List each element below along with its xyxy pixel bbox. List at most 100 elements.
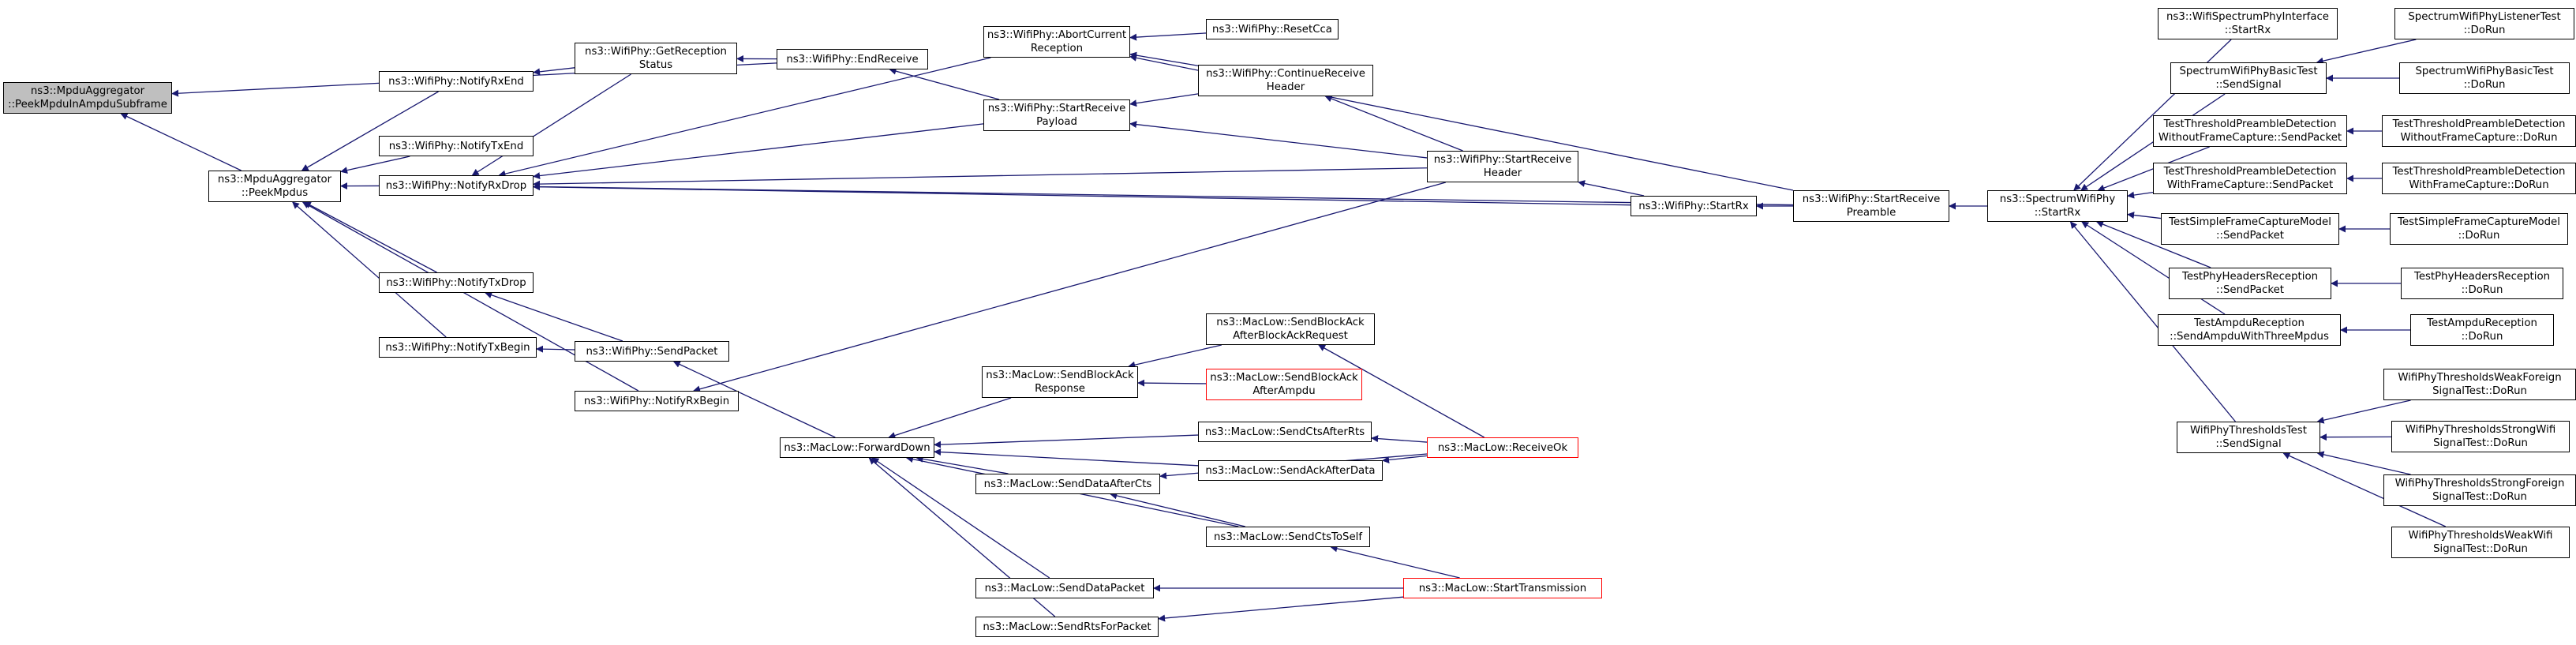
edge-recvok-to-sbareq bbox=[1318, 344, 1485, 438]
node-label-line: ns3::WifiPhy::AbortCurrent bbox=[987, 29, 1127, 41]
edge-specif-to-specrx bbox=[2073, 39, 2232, 191]
node-label-line: SignalTest::DoRun bbox=[2432, 385, 2527, 397]
edge-tampdu-to-specrx bbox=[2081, 221, 2226, 315]
node-label-line: ns3::MacLow::SendDataAfterCts bbox=[983, 478, 1152, 490]
node-label-line: ns3::MacLow::ReceiveOk bbox=[1437, 441, 1568, 454]
node-label-line: ::PeekMpdus bbox=[241, 187, 309, 199]
node-label-line: TestAmpduReception bbox=[2427, 317, 2537, 329]
graph-node-datapkt[interactable]: ns3::MacLow::SendDataPacket bbox=[975, 578, 1154, 598]
edge-tsfc-to-specrx bbox=[2127, 212, 2162, 219]
edge-ctsself-to-datacts bbox=[1110, 492, 1246, 527]
graph-node-nrxdrop[interactable]: ns3::WifiPhy::NotifyRxDrop bbox=[379, 175, 534, 196]
node-label-line: WifiPhyThresholdsWeakWifi bbox=[2408, 530, 2553, 542]
graph-node-endrecv[interactable]: ns3::WifiPhy::EndReceive bbox=[777, 49, 928, 69]
graph-node-tsfc[interactable]: TestSimpleFrameCaptureModel::SendPacket bbox=[2161, 213, 2339, 245]
edge-fwd-to-sendpkt bbox=[672, 361, 836, 438]
node-label-line: SpectrumWifiPhyBasicTest bbox=[2179, 66, 2318, 77]
graph-node-ctsself[interactable]: ns3::MacLow::SendCtsToSelf bbox=[1206, 527, 1370, 547]
graph-node-sendpkt[interactable]: ns3::WifiPhy::SendPacket bbox=[575, 341, 729, 362]
edge-wfsf-to-wptt bbox=[2316, 451, 2411, 475]
graph-node-ntxend[interactable]: ns3::WifiPhy::NotifyTxEnd bbox=[379, 136, 534, 156]
node-label-line: ns3::WifiPhy::StartReceive bbox=[1802, 193, 1941, 205]
node-label-line: SignalTest::DoRun bbox=[2433, 543, 2528, 555]
node-label-line: ::PeekMpduInAmpduSubframe bbox=[8, 99, 167, 111]
edge-contrecv-to-startpay bbox=[1129, 93, 1199, 107]
graph-node-recvok[interactable]: ns3::MacLow::ReceiveOk bbox=[1427, 437, 1578, 458]
node-label-line: ns3::WifiPhy::NotifyTxDrop bbox=[386, 276, 526, 289]
graph-node-wptt[interactable]: WifiPhyThresholdsTest::SendSignal bbox=[2177, 422, 2320, 453]
node-label-line: ::SendPacket bbox=[2216, 230, 2284, 242]
graph-node-startrx[interactable]: ns3::WifiPhy::StartRx bbox=[1631, 196, 1757, 216]
node-label-line: TestSimpleFrameCaptureModel bbox=[2169, 216, 2331, 228]
node-label-line: Preamble bbox=[1846, 207, 1896, 219]
graph-node-specif[interactable]: ns3::WifiSpectrumPhyInterface::StartRx bbox=[2158, 8, 2338, 39]
graph-node-nrxend[interactable]: ns3::WifiPhy::NotifyRxEnd bbox=[379, 71, 534, 92]
edge-starttx-to-ctsself bbox=[1330, 545, 1460, 579]
graph-node-resetcca[interactable]: ns3::WifiPhy::ResetCca bbox=[1206, 19, 1339, 39]
graph-node-ntxbegin[interactable]: ns3::WifiPhy::NotifyTxBegin bbox=[379, 337, 537, 358]
graph-node-tphrrun[interactable]: TestPhyHeadersReception::DoRun bbox=[2401, 268, 2563, 299]
node-label-line: ns3::WifiPhy::NotifyTxBegin bbox=[385, 341, 530, 354]
graph-node-ctsrts[interactable]: ns3::MacLow::SendCtsAfterRts bbox=[1198, 422, 1372, 442]
node-label-line: ns3::MpduAggregator bbox=[30, 85, 145, 97]
graph-node-fwd[interactable]: ns3::MacLow::ForwardDown bbox=[780, 437, 934, 458]
node-label-line: ns3::WifiPhy::NotifyRxBegin bbox=[583, 395, 730, 407]
graph-node-swlt[interactable]: SpectrumWifiPhyListenerTest::DoRun bbox=[2394, 8, 2574, 39]
graph-node-rtspkt[interactable]: ns3::MacLow::SendRtsForPacket bbox=[975, 617, 1159, 637]
edge-starthdr-to-startpay bbox=[1129, 121, 1428, 159]
edge-nrxend-to-peek bbox=[301, 91, 439, 171]
node-label-line: ns3::WifiPhy::StartReceive bbox=[987, 103, 1126, 114]
graph-node-peek[interactable]: ns3::MpduAggregator::PeekMpdus bbox=[208, 171, 341, 202]
graph-node-ntxdrop[interactable]: ns3::WifiPhy::NotifyTxDrop bbox=[379, 272, 534, 293]
graph-node-nrxbegin[interactable]: ns3::WifiPhy::NotifyRxBegin bbox=[575, 391, 739, 411]
graph-node-specrx[interactable]: ns3::SpectrumWifiPhy::StartRx bbox=[1987, 190, 2128, 222]
graph-node-ackdata[interactable]: ns3::MacLow::SendAckAfterData bbox=[1198, 460, 1383, 481]
node-label-line: SpectrumWifiPhyListenerTest bbox=[2408, 11, 2561, 23]
edge-ntxdrop-to-peek bbox=[303, 201, 437, 273]
graph-node-starttx[interactable]: ns3::MacLow::StartTransmission bbox=[1403, 578, 1602, 598]
edge-tphr-to-specrx bbox=[2095, 220, 2211, 268]
node-label-line: ns3::WifiPhy::StartReceive bbox=[1433, 154, 1572, 166]
node-label-line: ::SendPacket bbox=[2216, 284, 2284, 296]
edge-recvok-to-ctsrts bbox=[1371, 435, 1428, 443]
edge-starthdr-to-nrxdrop bbox=[533, 167, 1428, 188]
edge-datapkt-to-fwd bbox=[871, 457, 1050, 579]
graph-node-datacts[interactable]: ns3::MacLow::SendDataAfterCts bbox=[975, 474, 1160, 494]
graph-node-tphr[interactable]: TestPhyHeadersReception::SendPacket bbox=[2169, 268, 2331, 299]
graph-node-swbt[interactable]: SpectrumWifiPhyBasicTest::DoRun bbox=[2399, 62, 2570, 94]
node-label-line: ::DoRun bbox=[2463, 24, 2506, 36]
graph-node-sbtsend[interactable]: SpectrumWifiPhyBasicTest::SendSignal bbox=[2170, 62, 2327, 94]
edge-startpre-to-nrxdrop bbox=[533, 183, 1794, 206]
edge-sbaresp-to-fwd bbox=[888, 397, 1012, 439]
edge-peek-to-root bbox=[120, 113, 242, 171]
node-label-line: ns3::WifiPhy::NotifyRxEnd bbox=[388, 75, 524, 88]
node-label-line: Status bbox=[638, 59, 673, 71]
graph-node-tampdurun[interactable]: TestAmpduReception::DoRun bbox=[2410, 314, 2554, 346]
edge-ntxend-to-peek bbox=[340, 156, 410, 174]
graph-node-tampdu[interactable]: TestAmpduReception::SendAmpduWithThreeMp… bbox=[2158, 314, 2341, 346]
edge-ctsrts-to-fwd bbox=[934, 434, 1199, 448]
graph-node-tsfcrun[interactable]: TestSimpleFrameCaptureModel::DoRun bbox=[2390, 213, 2568, 245]
node-label-line: AfterBlockAckRequest bbox=[1233, 330, 1348, 342]
node-label-line: AfterAmpdu bbox=[1252, 385, 1316, 397]
edge-resetcca-to-abort bbox=[1129, 32, 1207, 41]
graph-node-root: ns3::MpduAggregator::PeekMpduInAmpduSubf… bbox=[3, 82, 172, 114]
